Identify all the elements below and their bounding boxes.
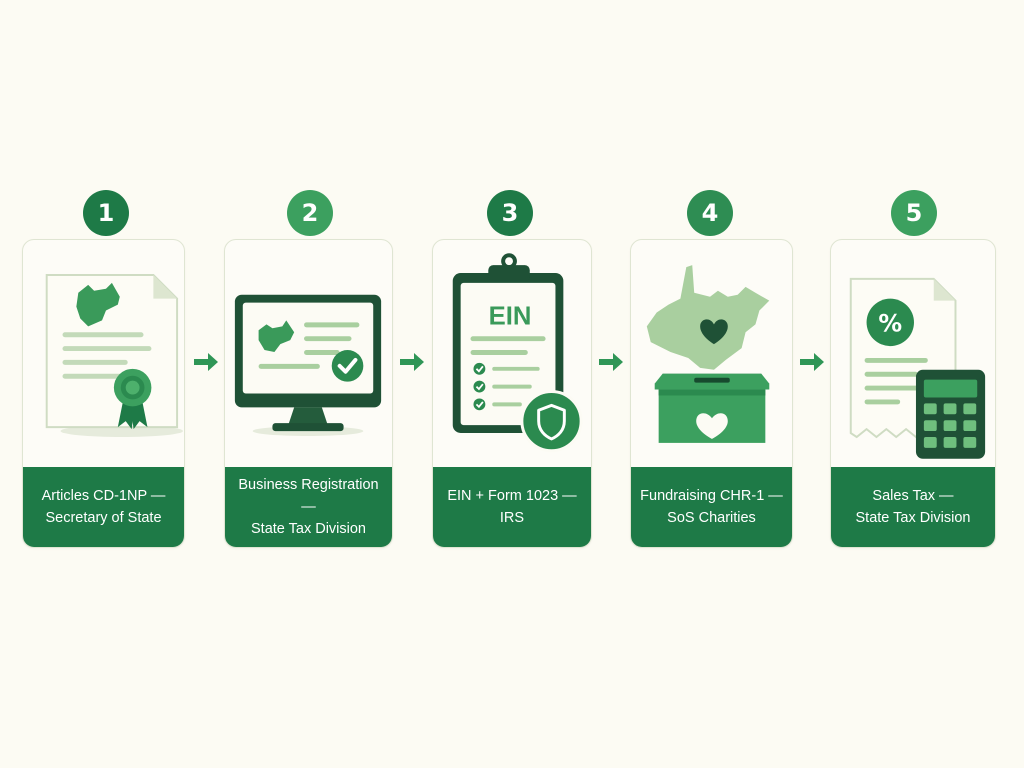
step-4-card: Fundraising CHR-1 —SoS Charities <box>630 239 793 548</box>
step-5-label: Sales Tax —State Tax Division <box>831 467 995 547</box>
step-1-number-badge: 1 <box>83 190 129 236</box>
receipt-calculator-icon: % <box>831 240 995 468</box>
step-4-number-badge: 4 <box>687 190 733 236</box>
step-2-number-badge: 2 <box>287 190 333 236</box>
monitor-check-icon <box>225 240 392 468</box>
step-5-card: % Sales Tax —State Tax Division <box>830 239 996 548</box>
step-1-card: Articles CD-1NP —Secretary of State <box>22 239 185 548</box>
clipboard-shield-icon: EIN <box>433 240 591 468</box>
step-3-number-badge: 3 <box>487 190 533 236</box>
certificate-icon <box>23 240 184 468</box>
step-5-number-badge: 5 <box>891 190 937 236</box>
donation-box-heart-icon <box>631 240 792 468</box>
arrow-right-icon <box>800 353 824 371</box>
arrow-right-icon <box>194 353 218 371</box>
svg-text:%: % <box>878 309 902 337</box>
arrow-right-icon <box>400 353 424 371</box>
step-3-label: EIN + Form 1023 —IRS <box>433 467 591 547</box>
step-2-label: Business Registration —State Tax Divisio… <box>225 467 392 547</box>
svg-text:EIN: EIN <box>489 302 532 330</box>
step-1-label: Articles CD-1NP —Secretary of State <box>23 467 184 547</box>
step-3-card: EIN EIN + Form 1023 —IRS <box>432 239 592 548</box>
step-4-label: Fundraising CHR-1 —SoS Charities <box>631 467 792 547</box>
step-2-card: Business Registration —State Tax Divisio… <box>224 239 393 548</box>
arrow-right-icon <box>599 353 623 371</box>
